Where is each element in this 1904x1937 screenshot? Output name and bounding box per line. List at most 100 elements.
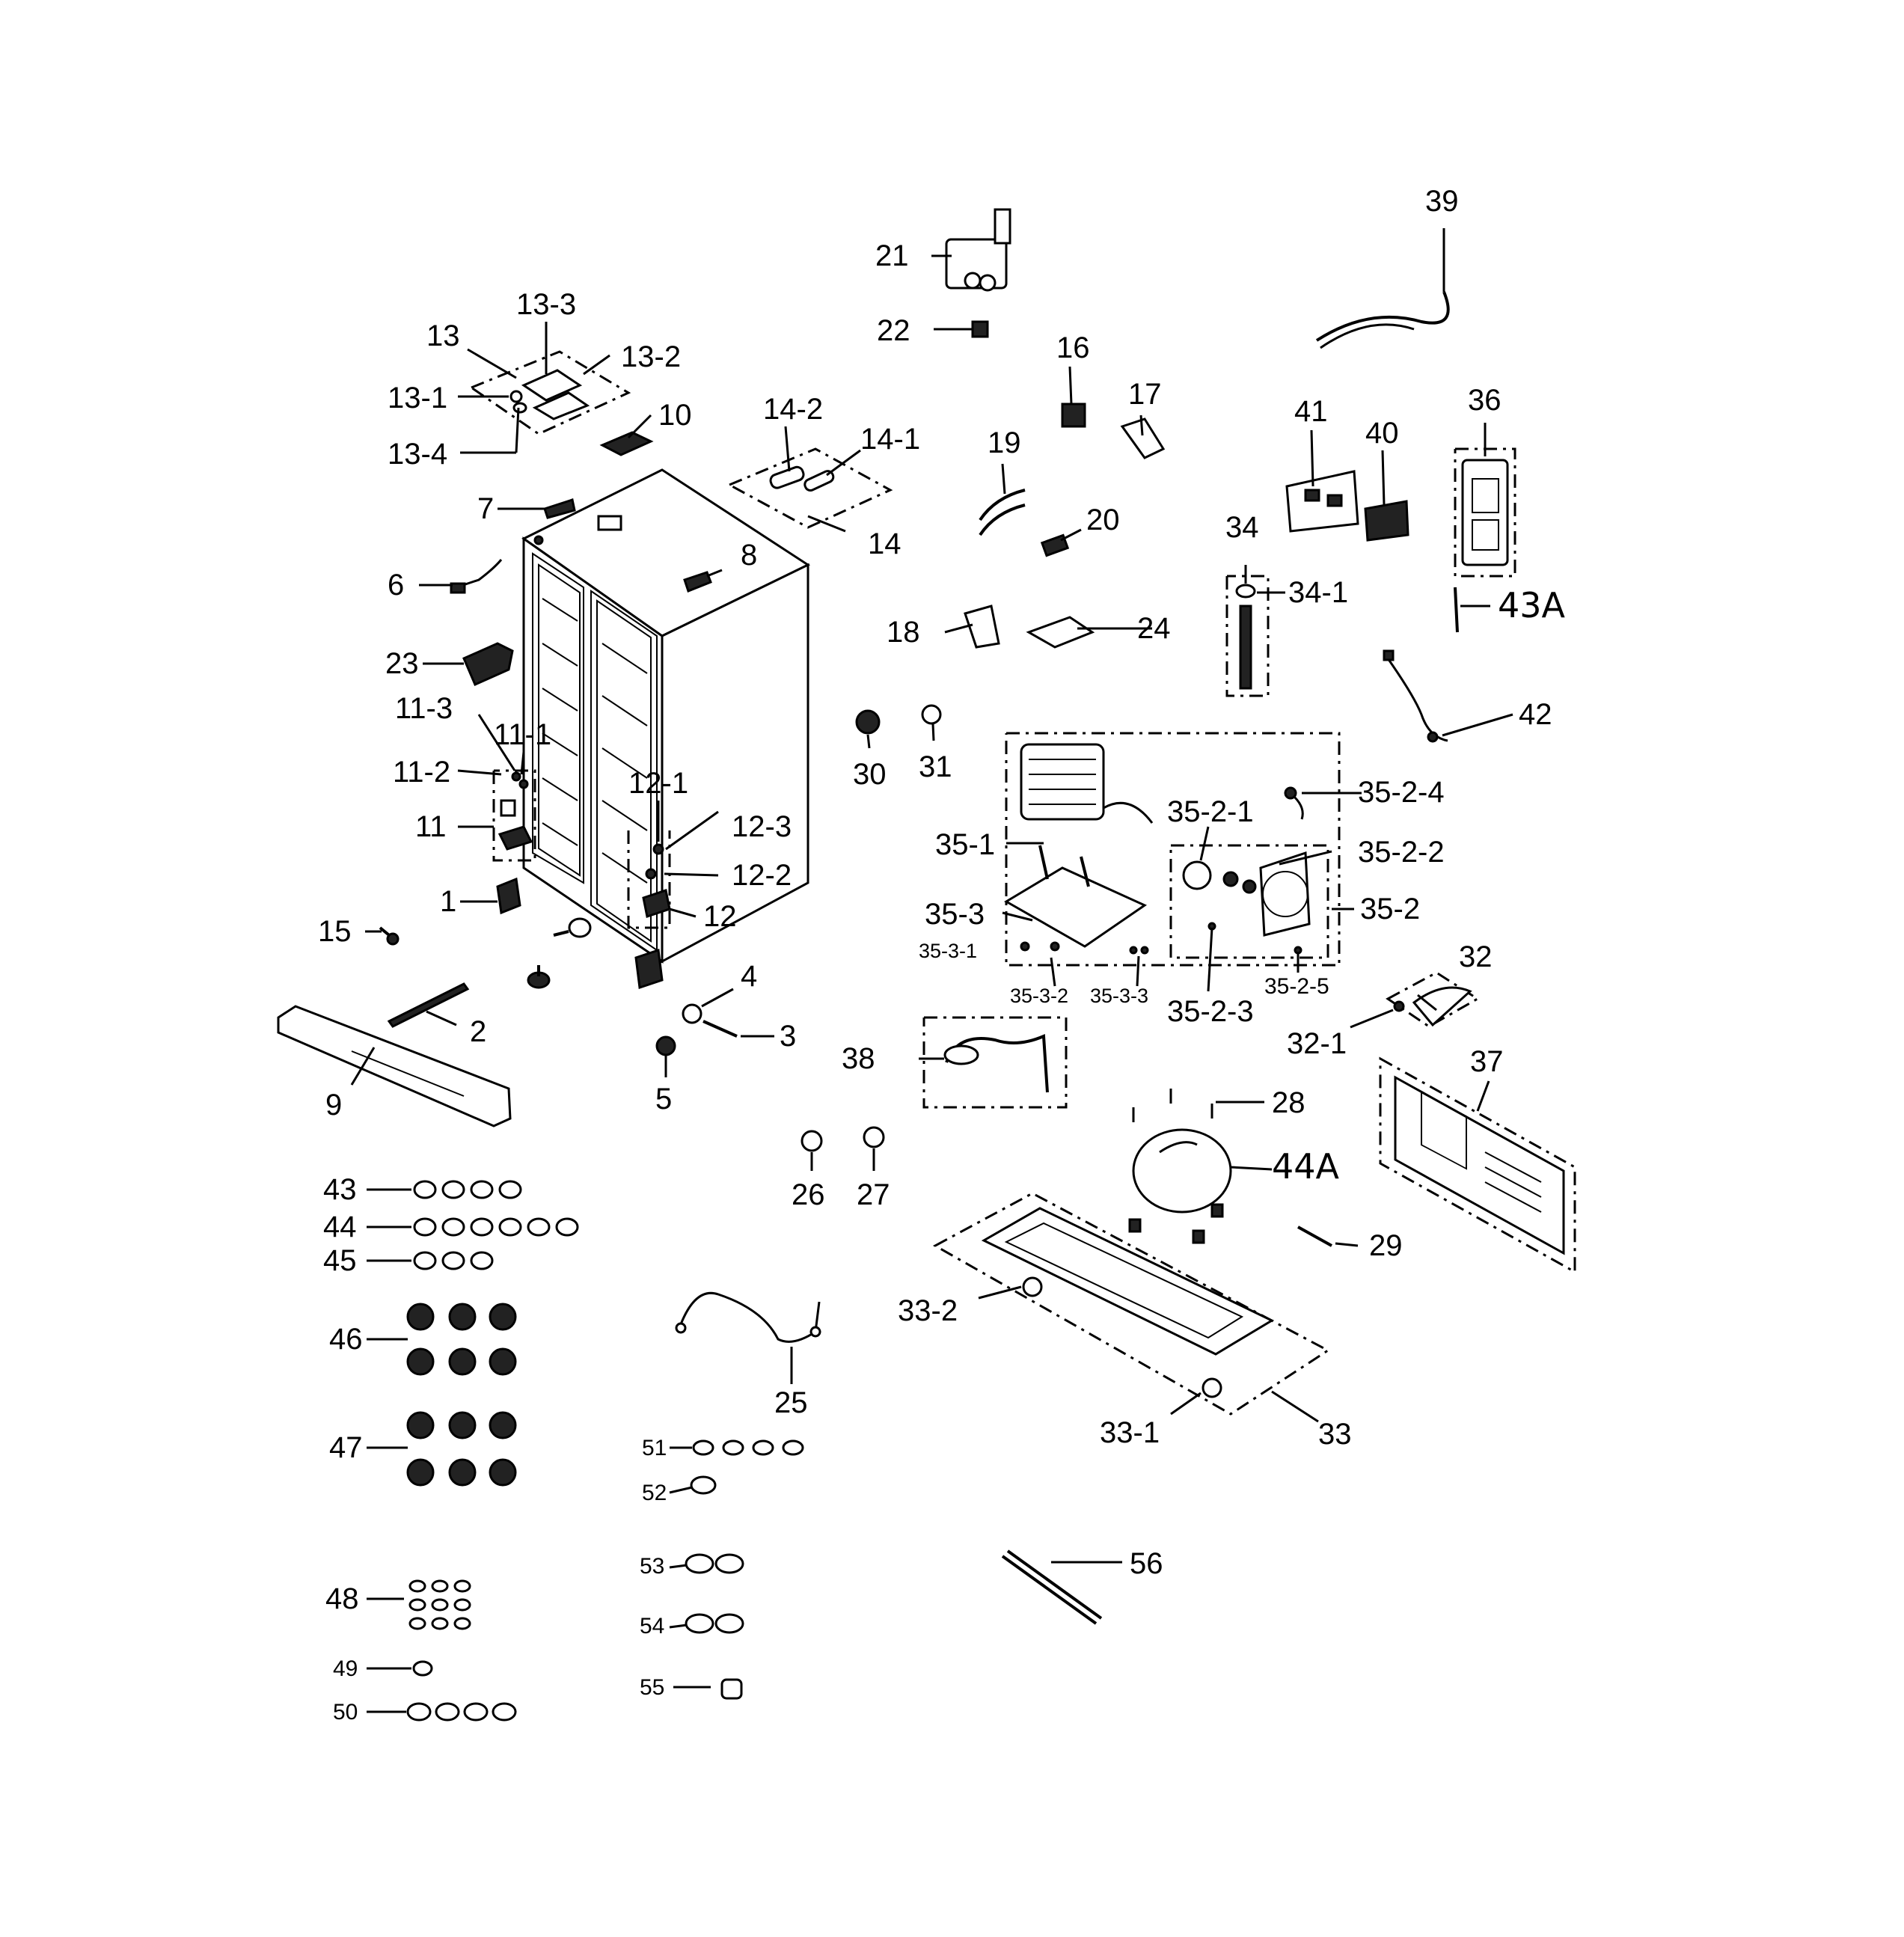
group-box-34	[1225, 575, 1270, 697]
part-2-rail	[387, 982, 470, 1028]
label-11-2: 11-2	[393, 756, 450, 789]
part-10-hinge-cover	[599, 431, 654, 456]
part-23-cover	[462, 642, 514, 686]
label-19: 19	[988, 426, 1021, 459]
part-12-hinge-lower	[642, 843, 671, 918]
group-box-12	[627, 830, 671, 929]
label-11-3: 11-3	[395, 692, 453, 725]
label-12: 12	[703, 900, 737, 933]
label-14-1: 14-1	[860, 423, 920, 456]
part-14-hinge	[769, 465, 835, 492]
label-14-2: 14-2	[763, 393, 823, 426]
part-43a-rod	[1454, 587, 1459, 633]
label-53: 53	[640, 1554, 664, 1579]
label-35-2: 35-2	[1360, 893, 1420, 925]
label-48: 48	[325, 1582, 359, 1615]
label-46: 46	[329, 1323, 363, 1356]
part-21-water-valve	[945, 208, 1011, 292]
screws-53	[685, 1553, 744, 1574]
label-33: 33	[1318, 1418, 1352, 1451]
label-42: 42	[1519, 698, 1552, 731]
label-35-3-2: 35-3-2	[1010, 985, 1068, 1007]
label-12-1: 12-1	[628, 767, 688, 800]
label-10: 10	[658, 399, 692, 432]
label-45: 45	[323, 1244, 357, 1277]
label-31: 31	[919, 750, 952, 783]
label-56: 56	[1130, 1547, 1163, 1580]
group-box-13	[468, 350, 631, 435]
part-35-2-fan-motor	[1182, 851, 1311, 955]
label-24: 24	[1137, 612, 1171, 645]
group-box-35-2	[1169, 844, 1329, 959]
part-leveling-leg-left	[527, 917, 592, 989]
cabinet	[521, 468, 811, 964]
part-41-main-pcb	[1285, 470, 1359, 533]
screws-48	[408, 1579, 471, 1630]
screw-49	[412, 1660, 433, 1677]
label-52: 52	[642, 1481, 667, 1505]
label-38: 38	[842, 1042, 875, 1075]
label-13: 13	[426, 319, 460, 352]
part-24-heater	[1026, 616, 1095, 649]
label-34: 34	[1225, 511, 1259, 544]
part-31-cap	[921, 704, 942, 725]
label-13-4: 13-4	[388, 438, 447, 471]
part-35-condenser-fan-assembly	[1004, 743, 1154, 955]
label-39: 39	[1425, 185, 1459, 218]
label-49: 49	[333, 1656, 358, 1681]
label-44: 44	[323, 1211, 357, 1243]
part-6-wire	[450, 559, 503, 594]
label-30: 30	[853, 758, 887, 791]
label-13-3: 13-3	[516, 288, 576, 321]
label-18: 18	[887, 616, 920, 649]
label-3: 3	[780, 1020, 796, 1053]
label-22: 22	[877, 314, 910, 347]
label-35-2-3: 35-2-3	[1167, 995, 1254, 1028]
label-7: 7	[477, 492, 494, 525]
part-15-screw	[379, 926, 400, 946]
label-50: 50	[333, 1700, 358, 1725]
part-5-leg	[655, 1035, 676, 1056]
label-4: 4	[741, 960, 757, 993]
group-box-14	[726, 447, 893, 529]
part-55-cap	[720, 1678, 743, 1700]
part-17-bracket	[1120, 417, 1166, 459]
label-44a: 44A	[1272, 1146, 1340, 1187]
label-1: 1	[440, 885, 456, 918]
part-11-hinge-lower	[498, 771, 533, 851]
label-26: 26	[792, 1178, 825, 1211]
part-38-pipe	[943, 1034, 1049, 1093]
label-37: 37	[1470, 1045, 1504, 1078]
label-11: 11	[415, 810, 447, 843]
label-55: 55	[640, 1675, 664, 1700]
label-17: 17	[1128, 378, 1162, 411]
label-32: 32	[1459, 940, 1493, 973]
part-30-motor	[855, 709, 881, 735]
part-13-hinge-bracket	[509, 369, 590, 420]
label-2: 2	[470, 1015, 486, 1048]
label-33-2: 33-2	[898, 1294, 958, 1327]
label-5: 5	[655, 1083, 672, 1116]
part-40-pcb	[1364, 500, 1409, 542]
label-36: 36	[1468, 384, 1502, 417]
label-29: 29	[1369, 1229, 1403, 1262]
label-20: 20	[1086, 504, 1120, 536]
part-27-bushing	[863, 1126, 885, 1148]
label-13-1: 13-1	[388, 382, 447, 414]
screws-50	[406, 1702, 517, 1722]
label-8: 8	[741, 539, 757, 572]
label-21: 21	[875, 239, 909, 272]
part-35-2-4-grommet	[1284, 786, 1304, 820]
label-14: 14	[868, 527, 902, 560]
label-9: 9	[325, 1089, 342, 1121]
label-35-2-4: 35-2-4	[1358, 776, 1445, 809]
part-16-clip	[1061, 403, 1086, 428]
label-6: 6	[388, 569, 404, 602]
screws-51	[692, 1439, 804, 1456]
part-56-rod	[1001, 1549, 1103, 1625]
screw-52	[690, 1475, 717, 1495]
label-35-3-1: 35-3-1	[919, 940, 977, 962]
label-15: 15	[318, 915, 352, 948]
labels: 1 2 3 4 5 6 7 8 9 10 11 11-1 11-2 11-3 1…	[318, 185, 1566, 1725]
label-43: 43	[323, 1173, 357, 1206]
